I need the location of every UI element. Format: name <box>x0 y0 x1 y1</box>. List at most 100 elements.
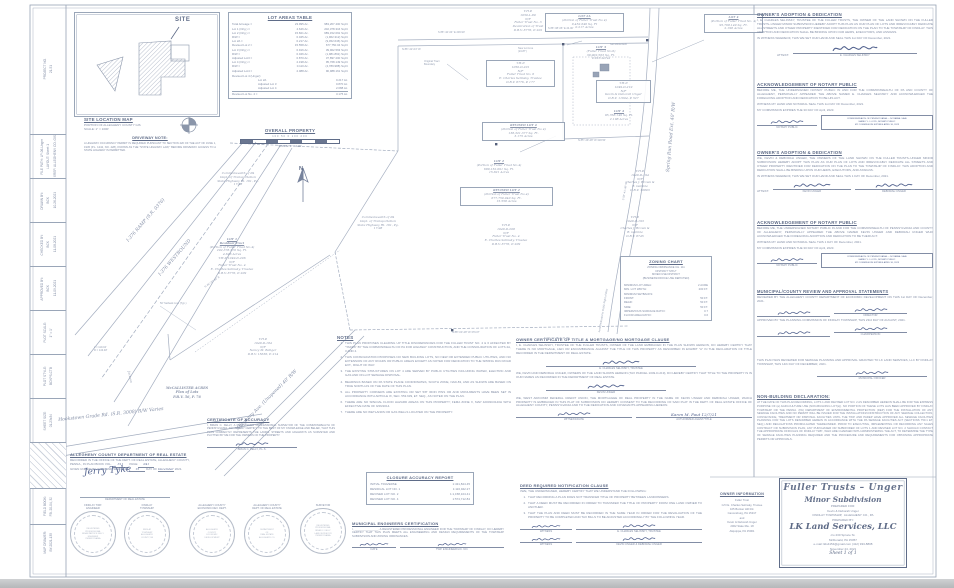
witness-signature: Karen M. Faut 12/7/21 <box>636 412 752 419</box>
recorded-day: 15 <box>129 467 146 473</box>
plan-date: November 24, 2021 <box>829 546 857 551</box>
adoption1-signer: E. CHARLES SELINSKY <box>839 54 870 58</box>
plat-label: 50' Setback Line (Typ.) <box>160 302 187 305</box>
municipal-review-line: REVIEWED BY THE ALLEGHENY COUNTY DEPARTM… <box>757 294 933 303</box>
plan-book-vol: 311 <box>112 462 129 468</box>
deed-clause-item: 3.THAT THE PLAN AND DEED MUST BE RECORDE… <box>523 511 702 520</box>
revised-lot4-total: Revised Lot No. 4 =3.175 Ac. <box>232 90 348 96</box>
notary2-body: BEFORE ME, THE UNDERSIGNED NOTARY PUBLIC… <box>757 226 933 239</box>
zoning-head-line: (BUSINESS/OFFICE USE DEPICTED) <box>642 277 690 281</box>
driveway-note-body: A HIGHWAY OCCUPANCY PERMIT IS REQUIRED P… <box>84 142 216 153</box>
notary-public-label: NOTARY PUBLIC <box>776 264 798 268</box>
site-map-source: PORTION OF ALLEGHENY COUNTY GIS <box>84 123 141 128</box>
plat-label: N 85°-49'-28" W 318.50' <box>578 139 606 142</box>
deed-signer-2: KEVIN UNGER & DEBORAH UNGER <box>616 543 662 547</box>
sidebar-cell-text: BY-2021-135 <box>49 533 54 552</box>
plat-label: N 86°-42'-04" W <box>402 48 421 51</box>
plat-label: REVISED LOT 4(Portion of Fuller Trust No… <box>482 122 565 141</box>
adoption2-signer-2: DEBORAH UNGER <box>882 190 906 194</box>
owner-information-line: 105 Bunker Hill Rd. <box>729 506 755 511</box>
site-map-title: SITE LOCATION MAP <box>84 117 133 122</box>
scale-bar-label: SCALE: 1" = 100' <box>278 143 302 148</box>
adoption2-body: WE, KEVIN & DEBORAH UNGER, THE OWNERS OF… <box>757 156 933 172</box>
owner-certificate-p1: I, E. CHARLES SELINSKY, TRUSTEE OF THE F… <box>516 342 752 355</box>
sidebar-cell-text: APPROVED BY: <box>39 276 44 301</box>
site-map-caption: SITE LOCATION MAP PORTION OF ALLEGHENY C… <box>84 117 214 132</box>
chairperson-label: CHAIRPERSON <box>860 333 881 337</box>
sidebar-cell-text: BCKPS.CTB <box>49 367 54 386</box>
overall-property-title: OVERALL PROPERTY <box>264 128 316 133</box>
authorized-agent-label: AUTHORIZED AGENT/TITLE <box>676 418 712 422</box>
sidebar-cell-text: CHECKED BY: <box>39 233 44 256</box>
plat-label: LOT 4(Portion of Fuller Trust No. 4)95,7… <box>704 14 763 33</box>
lot-table-row: Total Acreage =23.995 Ac.983,267.400 Sq.… <box>232 22 348 27</box>
zoning-row: FRONT:50 FT. <box>624 295 708 300</box>
plan-subtitle: Minor Subdivision <box>804 494 882 504</box>
plat-label: LOT 2A(Portion of Fuller Trust No 4)9,45… <box>545 13 624 32</box>
director-label: DIRECTOR <box>863 313 878 317</box>
scan-edge <box>0 579 954 588</box>
non-building-heading: NON-BUILDING DECLARATION: <box>757 394 830 399</box>
notes-section: NOTES 1.THIS PLAN PROPOSES CLEARING UP T… <box>337 335 511 417</box>
sidebar-cell: PLOT STYLE:BCKPS.CTB <box>30 354 66 398</box>
sidebar-cell-text: FIELD BOOK: <box>42 496 47 517</box>
sidebar-cell-text: MAP DRAWER: <box>42 531 47 554</box>
sidebar-cell <box>30 442 66 488</box>
owner-information-line: 2002 State Rte. 18 <box>730 524 754 529</box>
plat-label: REVISED LOT 2(Portion of Fuller Trust No… <box>460 187 553 206</box>
plat-label: L = 119.04'R = 143.48' <box>94 346 108 353</box>
zoning-row: MINIMUM SETBACKS: <box>624 291 654 296</box>
recorded-month: December <box>157 466 174 473</box>
certificate-of-accuracy-heading: CERTIFICATE OF ACCURACY <box>207 417 270 422</box>
plat-label: LOT 2(Portion of Fuller Trust No.4)689,1… <box>476 159 522 175</box>
signature-label: KEVIN UNGER <box>596 391 616 395</box>
client-name: Kevin & Deborah Unger <box>827 508 859 513</box>
municipal-heading: MUNICIPAL/COUNTY REVIEW AND APPROVAL STA… <box>757 289 889 294</box>
deed-notification-clause: DEED REQUIRED NOTIFICATION CLAUSE I/WE, … <box>520 483 702 547</box>
lot-table-row: Lot 2 (Orig.) =15.821 Ac.689,152.091 Sq.… <box>232 30 348 35</box>
signature-municipal-officer <box>848 369 896 377</box>
zoning-row: IMPERVIOUS SURFACE RATIO:0.7 <box>624 308 708 313</box>
driveway-note: DRIVEWAY NOTE: A HIGHWAY OCCUPANCY PERMI… <box>84 136 216 155</box>
note-item: 6.THERE ARE NO SPECIAL FLOOD HAZARD AREA… <box>340 399 511 408</box>
lot-table-row: Adjusted Lot3 =0.870 Ac.37,897.200 Sq.Ft <box>232 55 348 60</box>
adoption2-witness-line: IN WITNESS WHEREOF, THIS WE SET OUR HAND… <box>757 174 889 179</box>
notary2-heading: ACKNOWLEDGEMENT OF NOTARY PUBLIC <box>757 220 857 225</box>
adoption1-body: I, E. CHARLES SELINSKY, TRUSTEE OF THE F… <box>757 18 933 34</box>
engineer-cert-body: I, _______________, A REGISTERED PROFESS… <box>352 526 504 539</box>
sidebar-cell-text: LAYOUT: Sheet 1 <box>46 144 50 169</box>
note-item: 3.THE EXISTING STRUCTURES ON LOT 4 ARE S… <box>340 369 511 378</box>
signature-twp-engineer <box>426 541 478 548</box>
project-no-label: PROJECT NO. <box>42 58 47 80</box>
sheet-number: Sheet 1 of 1 <box>829 551 857 557</box>
real-estate-line2: PENNA., IN PLAN BOOK VOL. 311 PAGE 041 <box>70 462 230 468</box>
sidebar-cell: MAP DRAWER:BY-2021-135 <box>30 524 66 560</box>
plat-label: S 02°-41'-45" E 71.09' <box>544 337 570 340</box>
owner-certificate-p3: WE, WEST AIRCOMM FEDERAL CREDIT UNION, T… <box>516 395 752 408</box>
title-block: Fuller Trusts – Unger Minor Subdivision … <box>779 478 907 568</box>
firm-address-2: McDonald, PA 15057 <box>829 537 857 542</box>
lot-table-row: Lot 1 (Orig.) =4.646 Ac.202,378.316 Sq.F… <box>232 26 348 31</box>
plat-label: New Lot Line(24.87') <box>518 47 534 54</box>
lot-table-row: R/W =0.045 Ac.(1,962.312) Sq.Ft <box>232 34 348 39</box>
certificate-of-accuracy: CERTIFICATE OF ACCURACY I, BRIAN C. KELL… <box>207 417 335 451</box>
deed-signer-1: E. CHARLES SELINSKY, TRUSTEE <box>617 530 661 534</box>
municipal-officer-label: MUNICIPAL OFFICER <box>858 376 886 380</box>
closure-title: CLOSURE ACCURACY REPORT <box>386 475 454 480</box>
signature-notary-1 <box>765 118 809 126</box>
sidebar-cell-text: PLOT SCALE: <box>42 322 47 343</box>
note-item: 2.THIS CONSOLIDATION PROPOSES NO NEW BUI… <box>340 355 511 368</box>
notary-stamp: COMMONWEALTH OF PENNSYLVANIA — NOTARIAL … <box>821 253 933 268</box>
deed-clause-item: 2.THAT A DEED MUST BE RECORDED IN ORDER … <box>523 501 702 510</box>
owner-information-line: Aliquippa, PA 15001 <box>729 528 755 533</box>
